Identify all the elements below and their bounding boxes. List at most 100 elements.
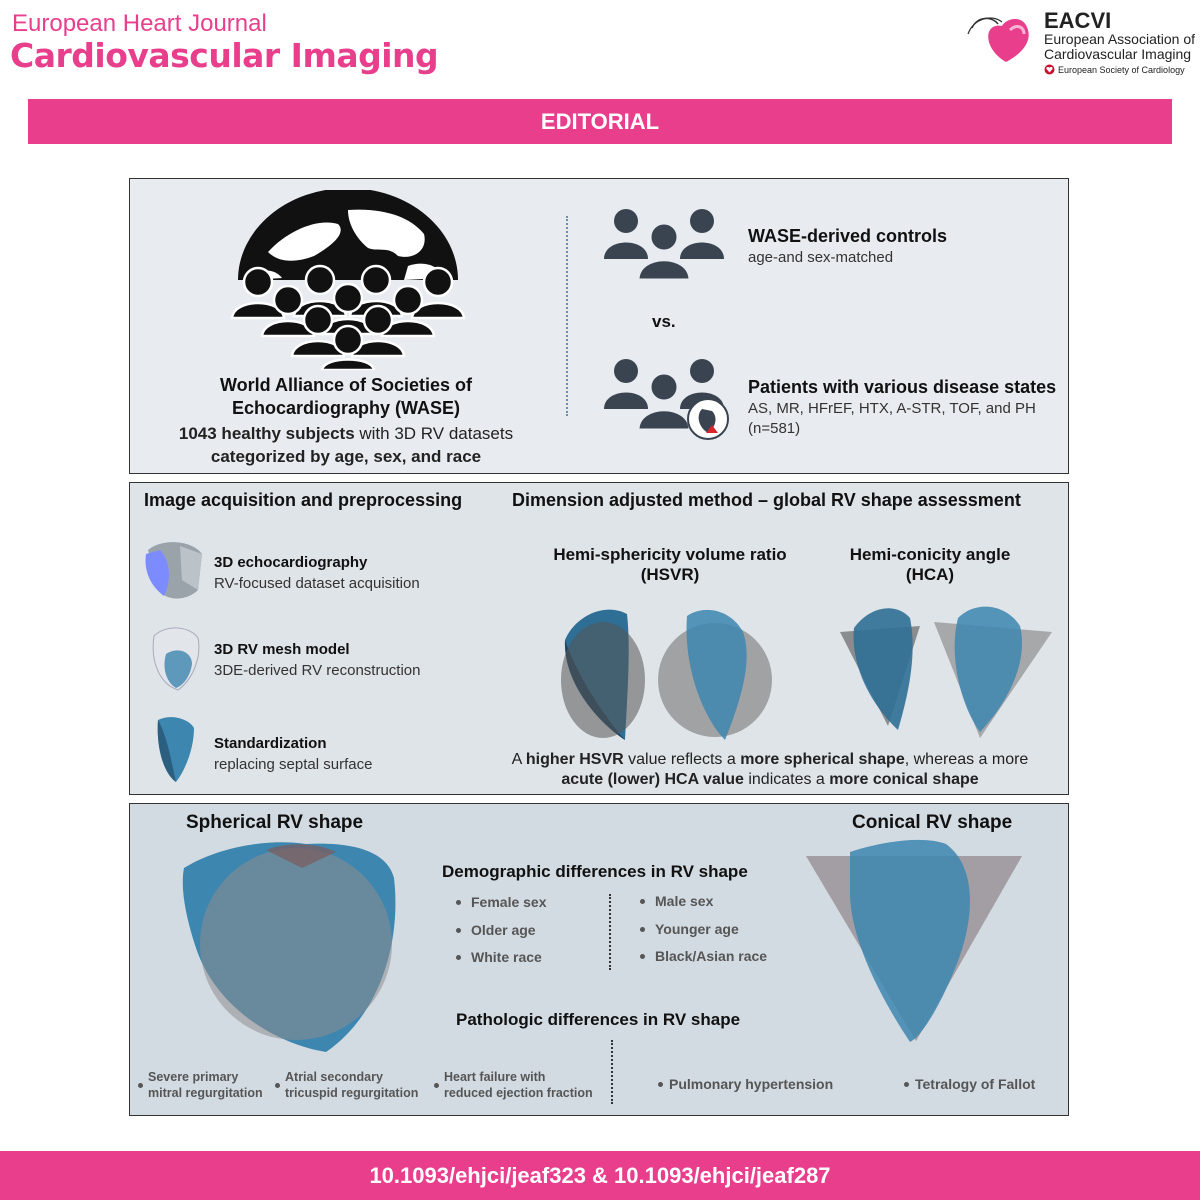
hsvr-shapes-illustration (561, 609, 772, 740)
bullet-dot (456, 927, 461, 933)
wase-subjects-bold: 1043 healthy subjects (178, 424, 355, 443)
esc-label: European Society of Cardiology (1044, 64, 1185, 75)
demo-right-label: Younger age (655, 921, 739, 937)
spherical-rv-illustration (182, 842, 396, 1052)
shape-interpretation-note: A higher HSVR value reflects a more sphe… (470, 750, 1070, 790)
versus-label: vs. (652, 312, 676, 331)
demo-left-label: Older age (471, 922, 536, 938)
eacvi-title: EACVI (1044, 8, 1112, 33)
journal-name-line2: Cardiovascular Imaging (10, 36, 439, 75)
note-line1: A higher HSVR value reflects a more sphe… (470, 750, 1070, 770)
demo-right-item: Male sex (640, 893, 713, 909)
demo-right-item: Younger age (640, 921, 739, 937)
bullet-dot (275, 1082, 280, 1088)
wase-title-line2: Echocardiography (WASE) (231, 398, 461, 418)
bullet-dot (658, 1081, 663, 1087)
path-right-label: Tetralogy of Fallot (915, 1076, 1036, 1092)
demo-left-item: White race (456, 949, 542, 965)
path-left-text: Severe primary mitral regurgitation (148, 1069, 263, 1101)
path-left-line1: Severe primary (148, 1070, 239, 1084)
bullet-dot (434, 1082, 439, 1088)
editorial-banner: EDITORIAL (28, 99, 1172, 144)
pathologic-divider (611, 1040, 613, 1104)
step-standard-title: Standardization (214, 735, 327, 752)
pathologic-title: Pathologic differences in RV shape (456, 1010, 741, 1029)
globe-people-icon (230, 190, 466, 370)
wase-subjects: 1043 healthy subjects with 3D RV dataset… (150, 424, 542, 444)
path-left-line1: Heart failure with (444, 1070, 546, 1084)
hsvr-title-line2: (HSVR) (640, 565, 700, 584)
path-right-item: Tetralogy of Fallot (904, 1076, 1035, 1092)
demo-right-item: Black/Asian race (640, 948, 767, 964)
path-left-text: Heart failure with reduced ejection fract… (444, 1069, 593, 1101)
path-left-line2: reduced ejection fraction (444, 1086, 593, 1100)
patients-count: (n=581) (748, 420, 801, 437)
demo-left-item: Older age (456, 922, 536, 938)
demographic-title: Demographic differences in RV shape (442, 862, 748, 881)
path-left-text: Atrial secondary tricuspid regurgitation (285, 1069, 418, 1101)
wase-categorized: categorized by age, sex, and race (210, 447, 482, 466)
eacvi-subtitle-line1: European Association of (1044, 31, 1195, 47)
bullet-dot (904, 1081, 909, 1087)
note-d: more spherical shape (740, 751, 905, 768)
path-left-item: Atrial secondary tricuspid regurgitation (275, 1069, 418, 1101)
note-b: higher HSVR (525, 751, 624, 768)
hca-title-line1: Hemi-conicity angle (849, 545, 1011, 564)
journal-name-line1: European Heart Journal (12, 10, 267, 37)
bullet-dot (456, 954, 461, 960)
demo-left-item: Female sex (456, 894, 547, 910)
path-left-item: Severe primary mitral regurgitation (138, 1069, 263, 1101)
note-line2: acute (lower) HCA value indicates a more… (470, 770, 1070, 790)
mesh-model-icon (152, 627, 200, 691)
path-left-line2: mitral regurgitation (148, 1086, 263, 1100)
patients-diseases: AS, MR, HFrEF, HTX, A-STR, TOF, and PH (748, 400, 1036, 417)
step-echo-title: 3D echocardiography (214, 554, 368, 571)
acquisition-title: Image acquisition and preprocessing (144, 490, 463, 510)
standardization-icon (157, 717, 194, 782)
step-mesh-title: 3D RV mesh model (214, 641, 350, 658)
note-h: more conical shape (829, 771, 979, 788)
bullet-dot (640, 898, 645, 904)
step-mesh-sub: 3DE-derived RV reconstruction (214, 662, 421, 679)
controls-subtitle: age-and sex-matched (748, 249, 894, 266)
bullet-dot (640, 953, 645, 959)
wase-subjects-rest: with 3D RV datasets (354, 424, 514, 443)
eacvi-heart-logo (967, 17, 1029, 62)
hca-title: Hemi-conicity angle(HCA) (800, 545, 1060, 585)
hca-title-line2: (HCA) (905, 565, 955, 584)
path-left-line1: Atrial secondary (285, 1070, 383, 1084)
path-left-line2: tricuspid regurgitation (285, 1086, 419, 1100)
bullet-dot (456, 899, 461, 905)
note-f: acute (lower) HCA value (561, 771, 744, 788)
demo-left-label: Female sex (471, 894, 547, 910)
path-left-item: Heart failure with reduced ejection fract… (434, 1069, 593, 1101)
spherical-shape-title: Spherical RV shape (186, 812, 364, 833)
note-e: , whereas a more (904, 751, 1029, 768)
step-standard-sub: replacing septal surface (214, 756, 373, 773)
patients-group-icon (604, 359, 729, 440)
method-title: Dimension adjusted method – global RV sh… (512, 490, 1021, 510)
hca-shapes-illustration (840, 606, 1052, 738)
hsvr-title: Hemi-sphericity volume ratio(HSVR) (520, 545, 820, 585)
demo-left-label: White race (471, 949, 542, 965)
conical-shape-title: Conical RV shape (852, 812, 1013, 833)
bullet-dot (640, 926, 645, 932)
demo-right-label: Black/Asian race (655, 948, 768, 964)
note-g: indicates a (743, 771, 830, 788)
path-right-label: Pulmonary hypertension (669, 1076, 834, 1092)
demo-right-label: Male sex (655, 893, 714, 909)
demographic-divider (609, 894, 611, 970)
panel1-divider (566, 216, 568, 416)
echo-3d-icon (145, 542, 202, 599)
note-a: A (511, 751, 526, 768)
controls-title: WASE-derived controls (748, 226, 948, 246)
note-c: value reflects a (623, 751, 741, 768)
doi-footer: 10.1093/ehjci/jeaf323 & 10.1093/ehjci/je… (0, 1151, 1200, 1200)
wase-title-line1: World Alliance of Societies of (219, 375, 473, 395)
controls-group-icon (604, 209, 724, 280)
bullet-dot (138, 1082, 143, 1088)
conical-rv-illustration (806, 839, 1022, 1042)
esc-label-text: European Society of Cardiology (1058, 64, 1185, 75)
path-right-item: Pulmonary hypertension (658, 1076, 833, 1092)
patients-title: Patients with various disease states (748, 377, 1057, 397)
